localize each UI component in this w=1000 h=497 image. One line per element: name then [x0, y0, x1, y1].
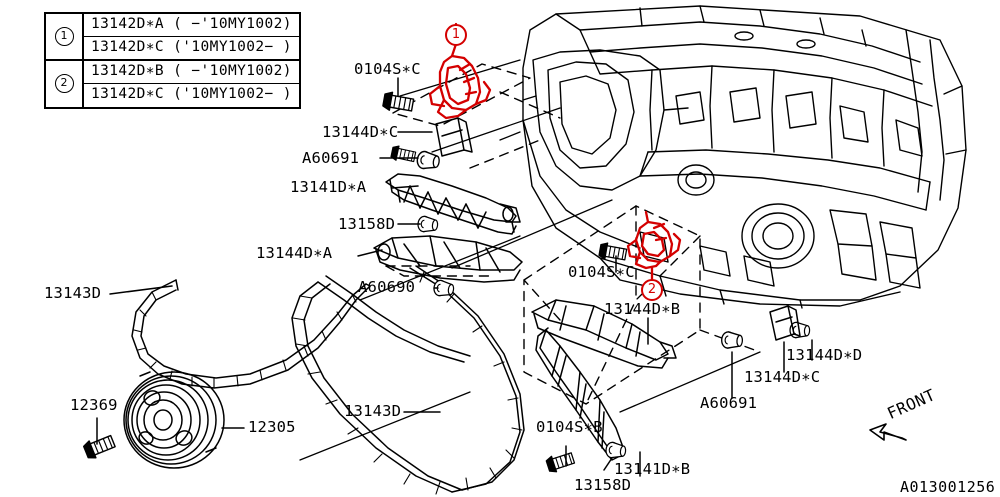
label-bolt-0104SC: 0104S∗C — [354, 60, 421, 78]
legend-value-column: 13142D∗A ( −'10MY1002) 13142D∗C ('10MY10… — [84, 14, 299, 107]
label-chain-13143D-low: 13143D — [344, 402, 402, 420]
label-guide-13144DC-up: 13144D∗C — [322, 123, 399, 141]
callout-balloon-2: 2 — [641, 279, 663, 301]
label-chain-13143D-up: 13143D — [44, 284, 102, 302]
legend-row-2a: 13142D∗B ( −'10MY1002) — [84, 61, 299, 85]
legend-circle-2: 2 — [54, 74, 74, 94]
label-pulley-12305: 12305 — [248, 418, 296, 436]
variant-legend-table: 1 2 13142D∗A ( −'10MY1002) 13142D∗C ('10… — [44, 12, 301, 109]
label-bolt-0104SC-low: 0104S∗C — [568, 263, 635, 281]
label-pin-A60691-up: A60691 — [302, 149, 360, 167]
label-guide-13141DA: 13141D∗A — [290, 178, 367, 196]
legend-row-1a: 13142D∗A ( −'10MY1002) — [84, 14, 299, 38]
label-guide-13144DB: 13144D∗B — [604, 300, 681, 318]
callout-balloon-1: 1 — [445, 24, 467, 46]
legend-row-1b: 13142D∗C ('10MY1002− ) — [84, 37, 299, 62]
legend-row-2b: 13142D∗C ('10MY1002− ) — [91, 86, 292, 103]
legend-key-1: 1 — [46, 14, 82, 62]
label-bolt-0104SB: 0104S∗B — [536, 418, 603, 436]
label-bolt-13158D-low: 13158D — [574, 476, 632, 494]
legend-key-2: 2 — [46, 61, 82, 106]
label-guide-13144DD: 13144D∗D — [786, 346, 863, 364]
label-guide-13144DA: 13144D∗A — [256, 244, 333, 262]
label-pin-A60690: A60690 — [358, 278, 416, 296]
legend-key-column: 1 2 — [46, 14, 84, 107]
label-guide-13144DC-low: 13144D∗C — [744, 368, 821, 386]
label-bolt-12369: 12369 — [70, 396, 118, 414]
legend-circle-1: 1 — [54, 27, 74, 47]
label-pin-A60691-low: A60691 — [700, 394, 758, 412]
label-guide-13141DB: 13141D∗B — [614, 460, 691, 478]
label-bolt-13158D-up: 13158D — [338, 215, 396, 233]
diagram-id-code: A013001256 — [900, 478, 996, 496]
